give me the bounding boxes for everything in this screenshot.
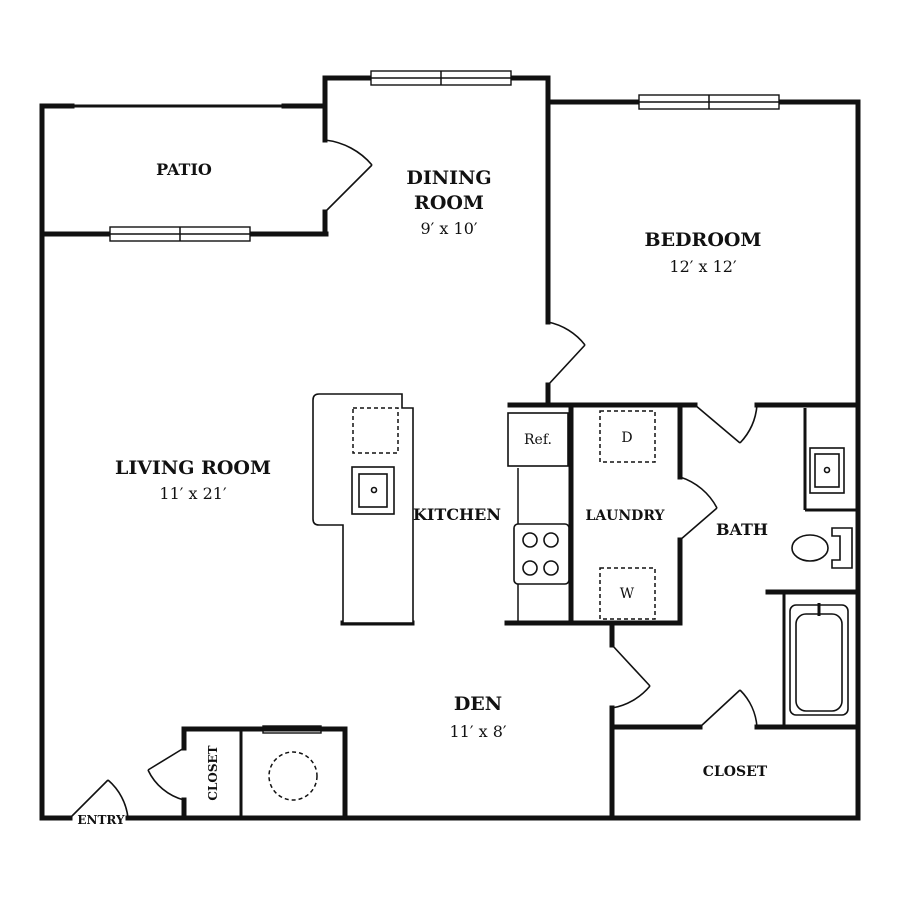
window-bedroom xyxy=(638,94,780,110)
label-kitchen: KITCHEN xyxy=(413,505,501,524)
door-entry-closet xyxy=(147,747,185,801)
toilet-tank xyxy=(831,527,853,569)
label-bedroom: BEDROOM xyxy=(645,229,762,251)
door-patio xyxy=(324,139,373,213)
label-dining-2: ROOM xyxy=(414,192,484,214)
room-labels: PATIO DINING ROOM 9′ x 10′ BEDROOM 12′ x… xyxy=(77,160,768,827)
window-dining xyxy=(370,70,512,86)
label-laundry: LAUNDRY xyxy=(585,508,665,524)
door-bath-top xyxy=(694,404,758,444)
label-dining-1: DINING xyxy=(406,167,491,189)
toilet-bowl xyxy=(791,534,829,562)
label-patio: PATIO xyxy=(156,160,212,179)
dims-living: 11′ x 21′ xyxy=(159,484,227,503)
door-hall xyxy=(611,644,651,709)
label-bath: BATH xyxy=(716,520,768,539)
exterior-walls xyxy=(39,75,861,821)
windows xyxy=(109,70,780,734)
dryer xyxy=(599,410,656,463)
doors xyxy=(69,139,758,819)
refrigerator-label: Ref. xyxy=(524,432,552,448)
door-bedroom xyxy=(547,321,586,386)
dryer-label: D xyxy=(621,430,632,446)
closet-fixtures xyxy=(268,751,318,801)
label-den: DEN xyxy=(454,693,502,715)
washer xyxy=(599,567,656,620)
door-entry xyxy=(69,779,129,819)
washer-label: W xyxy=(620,586,635,602)
door-laundry xyxy=(679,476,718,541)
bath-fixtures xyxy=(789,447,853,716)
island-dishwasher xyxy=(352,407,399,454)
laundry-fixtures: D W xyxy=(599,410,656,620)
refrigerator xyxy=(507,412,569,467)
label-living: LIVING ROOM xyxy=(115,457,271,479)
kitchen-fixtures: Ref. xyxy=(312,393,570,624)
dims-bedroom: 12′ x 12′ xyxy=(669,257,737,276)
water-heater xyxy=(268,751,318,801)
door-bedroom-closet xyxy=(699,689,758,728)
label-entry-closet: CLOSET xyxy=(206,745,220,800)
stove xyxy=(513,523,570,585)
dims-den: 11′ x 8′ xyxy=(450,722,507,741)
interior-walls xyxy=(181,402,861,821)
label-entry: ENTRY xyxy=(77,813,125,827)
window-patio xyxy=(109,226,251,242)
label-bedroom-closet: CLOSET xyxy=(703,764,768,780)
dims-dining: 9′ x 10′ xyxy=(421,219,478,238)
